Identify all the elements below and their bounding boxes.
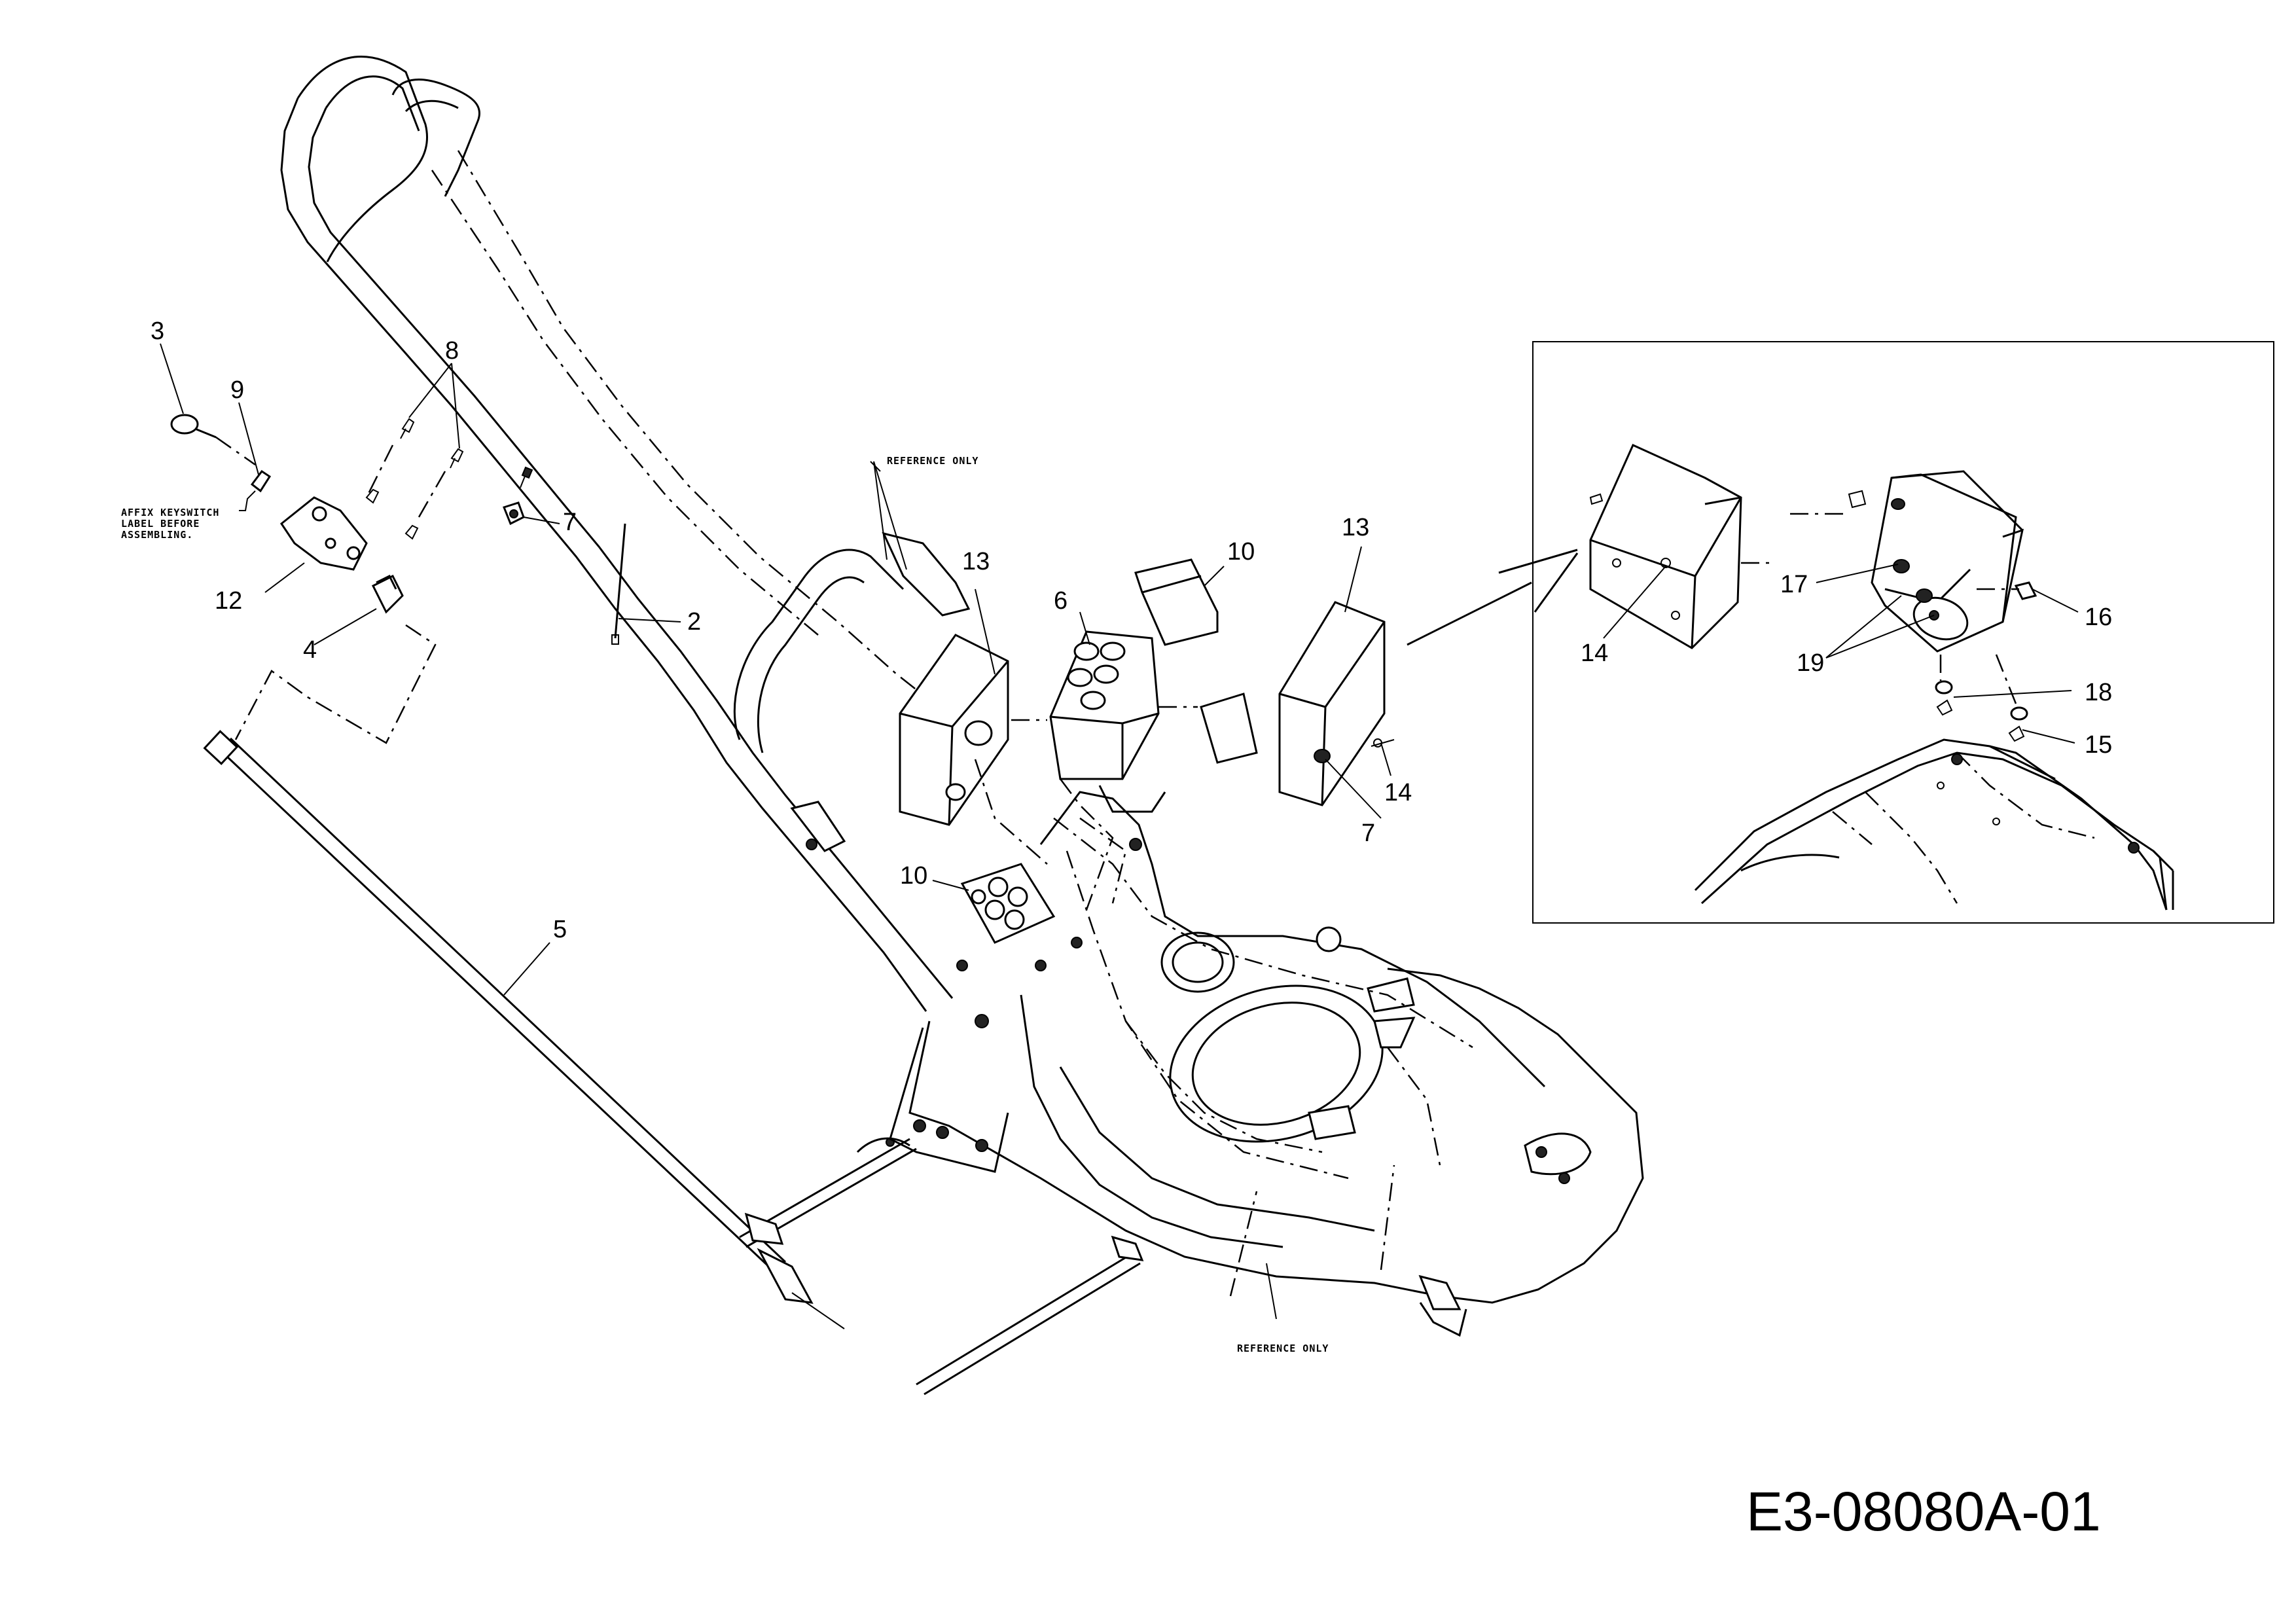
cable-rod-5 <box>203 730 1144 1396</box>
callout-3: 3 <box>151 317 164 345</box>
callout-15: 15 <box>2085 731 2112 759</box>
callout-5: 5 <box>553 916 567 943</box>
callout-7: 7 <box>563 509 577 536</box>
callout-8: 8 <box>445 337 459 365</box>
callout-10: 10 <box>900 862 927 890</box>
keyswitch-parts <box>170 414 626 645</box>
callout-4: 4 <box>303 636 317 664</box>
detail-view-box <box>1498 341 2274 924</box>
callout-13: 13 <box>1342 514 1369 541</box>
reference-only-note-top: REFERENCE ONLY <box>887 455 978 467</box>
mower-deck <box>889 791 1644 1337</box>
affix-keyswitch-note-line2: LABEL BEFORE <box>121 518 200 530</box>
callout-12: 12 <box>215 587 242 615</box>
callout-9: 9 <box>230 376 244 404</box>
callout-2: 2 <box>687 608 701 636</box>
callout-19: 19 <box>1797 649 1824 677</box>
callout-16: 16 <box>2085 604 2112 631</box>
callout-18: 18 <box>2085 679 2112 706</box>
callout-17: 17 <box>1780 571 1808 598</box>
callout-10: 10 <box>1227 538 1255 566</box>
callout-labels: 3 9 8 7 12 4 2 5 13 6 10 10 13 14 7 14 1… <box>151 317 2112 943</box>
callout-7: 7 <box>1361 820 1375 847</box>
callout-14: 14 <box>1384 779 1412 806</box>
dashed-guide-4 <box>234 624 437 744</box>
diagram-id: E3-08080A-01 <box>1746 1481 2101 1542</box>
callout-13: 13 <box>962 548 990 575</box>
leader-lines <box>160 343 1391 1320</box>
battery-assembly <box>899 558 1532 971</box>
affix-keyswitch-note-line1: AFFIX KEYSWITCH <box>121 507 219 518</box>
callout-14: 14 <box>1581 640 1608 667</box>
callout-6: 6 <box>1054 587 1067 615</box>
notes: AFFIX KEYSWITCH LABEL BEFORE ASSEMBLING.… <box>121 455 1329 1354</box>
reference-only-note-bottom: REFERENCE ONLY <box>1237 1343 1329 1354</box>
affix-keyswitch-note-line3: ASSEMBLING. <box>121 529 193 541</box>
handle-assembly <box>280 56 989 1028</box>
